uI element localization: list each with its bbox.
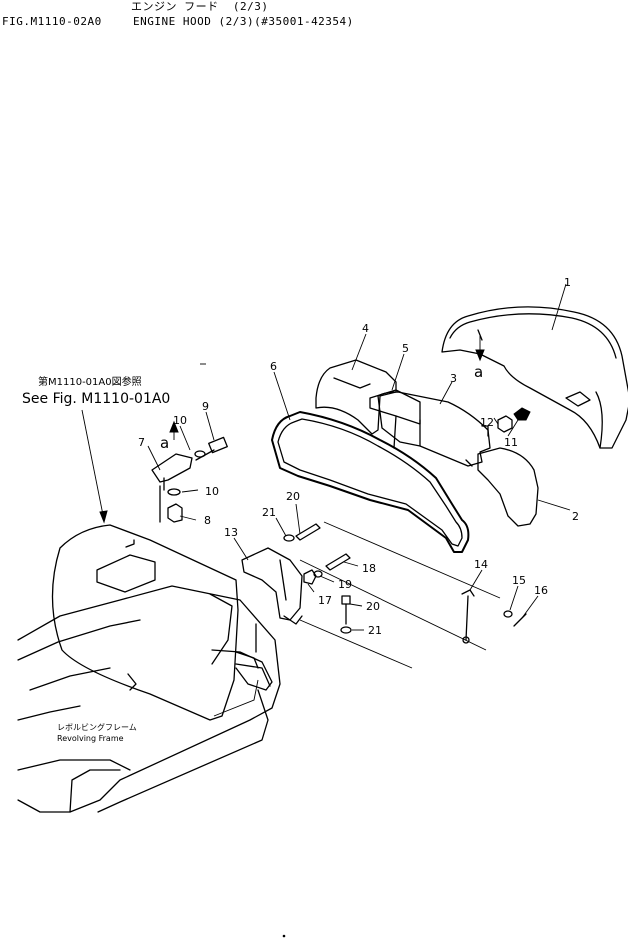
callout-14: 14	[474, 558, 488, 571]
part-20-bolt-upper	[295, 523, 321, 541]
callout-21-lower: 21	[368, 624, 382, 637]
callout-6: 6	[270, 360, 277, 373]
stray-dot-mark	[282, 934, 286, 938]
part-1-rear-hood-cover	[441, 306, 628, 449]
callout-10-upper: 10	[173, 414, 187, 427]
part-21-washer-upper	[283, 534, 295, 542]
part-10-washer-lower	[167, 488, 181, 496]
see-fig-reference-en: See Fig. M1110-01A0	[22, 391, 170, 407]
callout-21-upper: 21	[262, 506, 276, 519]
callout-18: 18	[362, 562, 376, 575]
callout-11: 11	[504, 436, 518, 449]
callout-20-upper: 20	[286, 490, 300, 503]
part-4-side-cover	[315, 359, 397, 435]
part-12-bolt	[497, 415, 513, 433]
callout-1: 1	[564, 276, 571, 289]
part-6-seal-frame	[271, 411, 470, 553]
frame-label-jp: レボルビングフレーム	[57, 722, 137, 732]
callout-20-lower: 20	[366, 600, 380, 613]
part-13-bracket	[241, 547, 303, 625]
part-2-front-cover	[477, 447, 539, 527]
reference-leader-line	[81, 409, 105, 521]
leader-line-b	[299, 619, 413, 669]
callout-7: 7	[138, 436, 145, 449]
part-18-bolt	[325, 553, 351, 571]
part-11-latch	[513, 407, 531, 421]
callout-8: 8	[204, 514, 211, 527]
header-japanese-title: エンジン フード (2/3)	[131, 0, 269, 13]
callout-12: 12	[480, 416, 494, 429]
figure-number: FIG.M1110-02A0	[2, 15, 102, 28]
detail-arrowhead-left	[169, 420, 179, 433]
callout-3: 3	[450, 372, 457, 385]
part-10-washer-upper	[194, 450, 206, 458]
part-14-stay-rod	[461, 589, 475, 644]
figure-title: ENGINE HOOD (2/3)(#35001-42354)	[133, 15, 354, 28]
leader-line-c	[323, 521, 501, 599]
part-20-bolt-lower	[341, 595, 351, 625]
callout-16: 16	[534, 584, 548, 597]
callout-13: 13	[224, 526, 238, 539]
part-15-washer	[503, 610, 513, 618]
callout-5: 5	[402, 342, 409, 355]
callout-2: 2	[572, 510, 579, 523]
callout-17: 17	[318, 594, 332, 607]
part-21-washer-lower	[340, 626, 352, 634]
frame-label-en: Revolving Frame	[57, 734, 124, 743]
callout-19: 19	[338, 578, 352, 591]
callout-4: 4	[362, 322, 369, 335]
part-17-nut	[303, 569, 317, 585]
callout-10-lower: 10	[205, 485, 219, 498]
callout-leaders	[147, 283, 571, 631]
detail-arrowhead-right	[475, 349, 485, 362]
part-16-pin	[513, 613, 527, 627]
reference-arrowhead	[99, 510, 108, 524]
detail-mark-a-right: a	[474, 363, 483, 381]
detail-mark-a-left: a	[160, 434, 169, 452]
part-8-nut	[167, 503, 183, 523]
part-3-middle-cover	[377, 391, 491, 467]
callout-15: 15	[512, 574, 526, 587]
revolving-frame-drawing	[17, 485, 281, 813]
callout-9: 9	[202, 400, 209, 413]
leader-line-a	[299, 559, 487, 651]
part-7-hinge-bracket	[151, 453, 193, 491]
see-fig-reference-jp: 第M1110-01A0図参照	[38, 375, 142, 388]
